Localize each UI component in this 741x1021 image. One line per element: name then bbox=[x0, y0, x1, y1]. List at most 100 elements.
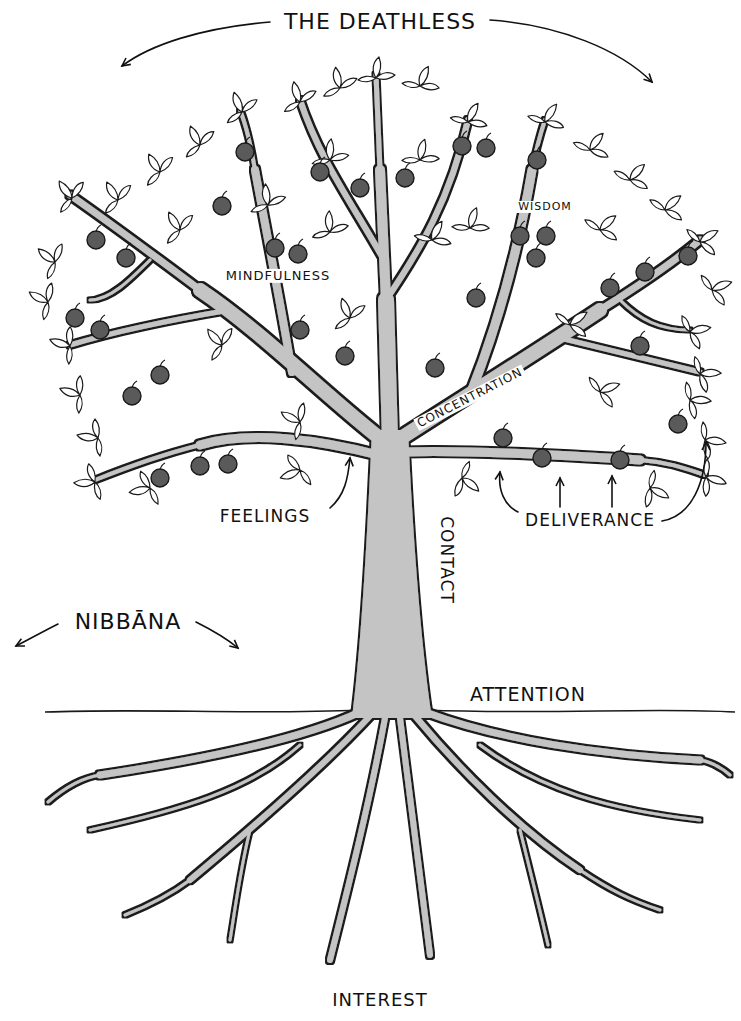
tree-leaves-part bbox=[450, 96, 493, 132]
tree-leaves-part bbox=[91, 172, 135, 215]
tree-fruit-part bbox=[87, 225, 105, 249]
tree-body-part bbox=[600, 240, 700, 310]
tree-fruit-part bbox=[91, 315, 109, 339]
tree-body-part bbox=[425, 712, 700, 760]
tree-fruit-part bbox=[669, 409, 687, 433]
tree-body-part bbox=[90, 745, 300, 830]
tree-fruit-part bbox=[528, 145, 546, 169]
tree-fruit-part bbox=[533, 443, 551, 467]
ground-label: ATTENTION bbox=[468, 684, 588, 705]
tree-leaves-part bbox=[194, 317, 237, 361]
ground-line-part bbox=[425, 710, 735, 712]
tree-leaves-part bbox=[402, 138, 441, 166]
root-label: INTEREST bbox=[330, 990, 429, 1010]
tree-leaves-part bbox=[56, 373, 87, 414]
pointer-arrows-part bbox=[490, 20, 652, 82]
tree-leaves-part bbox=[693, 353, 724, 394]
branch-label: WISDOM bbox=[516, 201, 574, 213]
tree-leaves-part bbox=[588, 366, 628, 410]
tree-body bbox=[48, 75, 730, 960]
branch-label: MINDFULNESS bbox=[224, 269, 332, 283]
tree-fruit bbox=[66, 131, 697, 487]
tree-fruit-part bbox=[601, 273, 619, 297]
tree-body-part bbox=[48, 775, 100, 802]
tree-leaves-part bbox=[274, 397, 310, 440]
tree-leaves-part bbox=[275, 75, 319, 113]
tree-body-part bbox=[95, 445, 200, 480]
tree-fruit-part bbox=[151, 463, 169, 487]
tree-body-part bbox=[386, 300, 390, 440]
pointer-arrows-part bbox=[500, 472, 518, 512]
tree-body-part bbox=[620, 300, 690, 330]
pointer-arrows bbox=[16, 20, 706, 648]
pointer-arrows-part bbox=[330, 458, 350, 508]
tree-leaves-part bbox=[133, 144, 177, 187]
tree-fruit-part bbox=[527, 243, 545, 267]
tree-body-part bbox=[230, 830, 250, 940]
fruit-label: DELIVERANCE bbox=[523, 511, 657, 530]
tree-fruit-part bbox=[511, 221, 529, 245]
tree-fruit-part bbox=[453, 131, 471, 155]
tree-leaves-part bbox=[640, 470, 676, 513]
tree-fruit-part bbox=[477, 133, 495, 157]
tree-leaves bbox=[22, 57, 740, 513]
tree-leaves-part bbox=[22, 277, 58, 320]
tree-leaves-part bbox=[316, 62, 359, 98]
pointer-arrows-part bbox=[196, 622, 238, 648]
tree-fruit-part bbox=[631, 331, 649, 355]
tree-fruit-part bbox=[236, 137, 254, 161]
tree-leaves-part bbox=[584, 202, 628, 245]
tree-leaves-part bbox=[414, 214, 457, 250]
tree-fruit-part bbox=[311, 157, 329, 181]
tree-body-part bbox=[580, 870, 660, 910]
tree-body-part bbox=[300, 100, 384, 260]
tree-body-part bbox=[200, 438, 378, 455]
tree-leaves-part bbox=[324, 290, 368, 330]
tree-leaves-part bbox=[28, 235, 68, 279]
tree-fruit-part bbox=[191, 451, 209, 475]
tree-fruit-part bbox=[219, 449, 237, 473]
tree-leaves-part bbox=[452, 204, 493, 235]
pointer-arrows-part bbox=[16, 624, 58, 646]
tree-body-part bbox=[125, 880, 190, 915]
tree-leaves-part bbox=[402, 61, 444, 94]
leaf-label: FEELINGS bbox=[218, 507, 312, 526]
tree-body-part bbox=[90, 260, 150, 300]
tree-body-part bbox=[380, 170, 386, 300]
tree-fruit-part bbox=[66, 303, 84, 327]
tree-body-part bbox=[330, 718, 385, 960]
tree-leaves-part bbox=[216, 84, 260, 124]
tree-body-part bbox=[640, 460, 705, 475]
tree-fruit-part bbox=[123, 381, 141, 405]
tree-leaves-part bbox=[272, 452, 312, 496]
tree-leaves-part bbox=[153, 202, 197, 245]
pointer-arrows-part bbox=[559, 478, 561, 507]
tree-fruit-part bbox=[266, 233, 284, 257]
branch-label: CONCENTRATION bbox=[413, 365, 526, 431]
tree-body-part bbox=[376, 75, 380, 170]
tree-fruit-part bbox=[213, 191, 231, 215]
tree-leaves-part bbox=[245, 180, 287, 213]
tree-fruit-part bbox=[426, 353, 444, 377]
tree-body-part bbox=[480, 745, 700, 820]
tree-fruit-part bbox=[289, 239, 307, 263]
tree-leaves-part bbox=[449, 461, 489, 505]
tree-leaves-part bbox=[77, 419, 102, 456]
tree-fruit-part bbox=[494, 423, 512, 447]
trunk-label: CONTACT bbox=[438, 514, 457, 606]
tree-leaves-part bbox=[44, 170, 88, 214]
tree-body-part bbox=[352, 430, 432, 718]
tree-leaves-part bbox=[649, 182, 693, 225]
tree-fruit-part bbox=[467, 283, 485, 307]
pointer-arrows-part bbox=[611, 476, 613, 507]
tree-body-part bbox=[400, 718, 430, 955]
tree-leaves-part bbox=[310, 137, 349, 165]
tree-leaves-part bbox=[309, 208, 350, 239]
tree-fruit-part bbox=[679, 241, 697, 265]
tree-fruit-part bbox=[636, 257, 654, 281]
tree-leaves-part bbox=[71, 463, 102, 504]
tree-body-part bbox=[415, 716, 580, 870]
tree-fruit-part bbox=[291, 315, 309, 339]
tree-leaves-part bbox=[173, 117, 218, 158]
